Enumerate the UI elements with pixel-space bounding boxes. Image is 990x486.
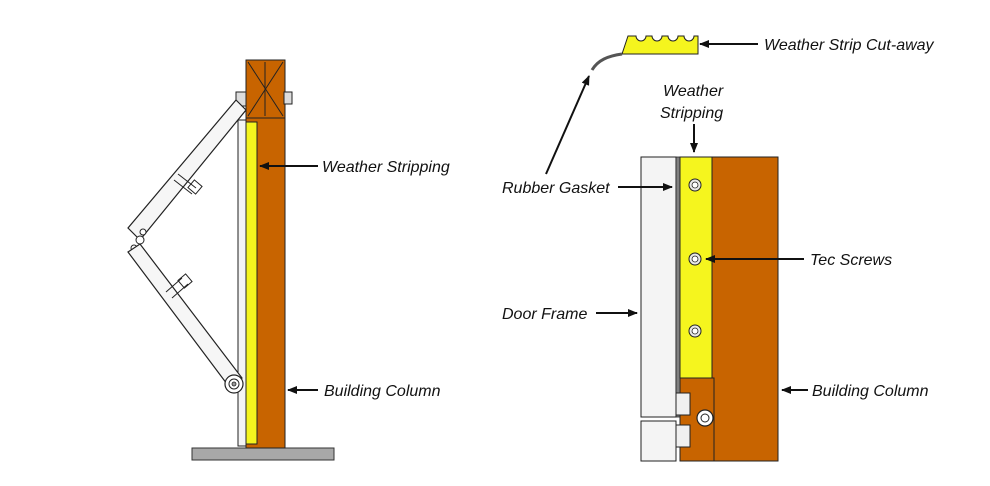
folding-arm-upper bbox=[127, 99, 247, 241]
roller-wheel bbox=[224, 374, 244, 394]
label-building-column-left: Building Column bbox=[324, 383, 441, 400]
label-tec-screws: Tec Screws bbox=[810, 252, 892, 269]
right-detail-view: Weather Strip Cut-away Weather Stripping… bbox=[502, 35, 935, 462]
left-side-view: Weather Stripping Building Column bbox=[127, 59, 450, 461]
rubber-gasket-strip bbox=[675, 156, 681, 418]
door-frame-left bbox=[237, 119, 247, 447]
building-column-right bbox=[711, 156, 779, 462]
label-weather-strip-cutaway: Weather Strip Cut-away bbox=[764, 37, 935, 54]
label-weather-stripping-right-2: Stripping bbox=[660, 105, 723, 122]
label-weather-stripping-right-1: Weather bbox=[663, 83, 724, 100]
label-rubber-gasket: Rubber Gasket bbox=[502, 180, 610, 197]
frame-bottom-hardware bbox=[675, 392, 714, 448]
label-building-column-right: Building Column bbox=[812, 383, 929, 400]
tec-screw bbox=[688, 178, 702, 192]
weather-strip-left bbox=[245, 121, 258, 445]
weather-strip-cutaway bbox=[590, 35, 699, 71]
door-frame-right bbox=[640, 156, 677, 418]
rubber-gasket-curve bbox=[590, 52, 623, 71]
tec-screw bbox=[688, 252, 702, 266]
label-door-frame: Door Frame bbox=[502, 306, 587, 323]
weather-strip-right bbox=[679, 156, 713, 379]
column-top-cap bbox=[245, 59, 286, 119]
label-weather-stripping-left: Weather Stripping bbox=[322, 159, 450, 176]
folding-arm-lower bbox=[127, 243, 243, 389]
base-plate bbox=[191, 447, 335, 461]
arrow-rubber-gasket-up bbox=[545, 75, 590, 175]
tec-screw bbox=[688, 324, 702, 338]
